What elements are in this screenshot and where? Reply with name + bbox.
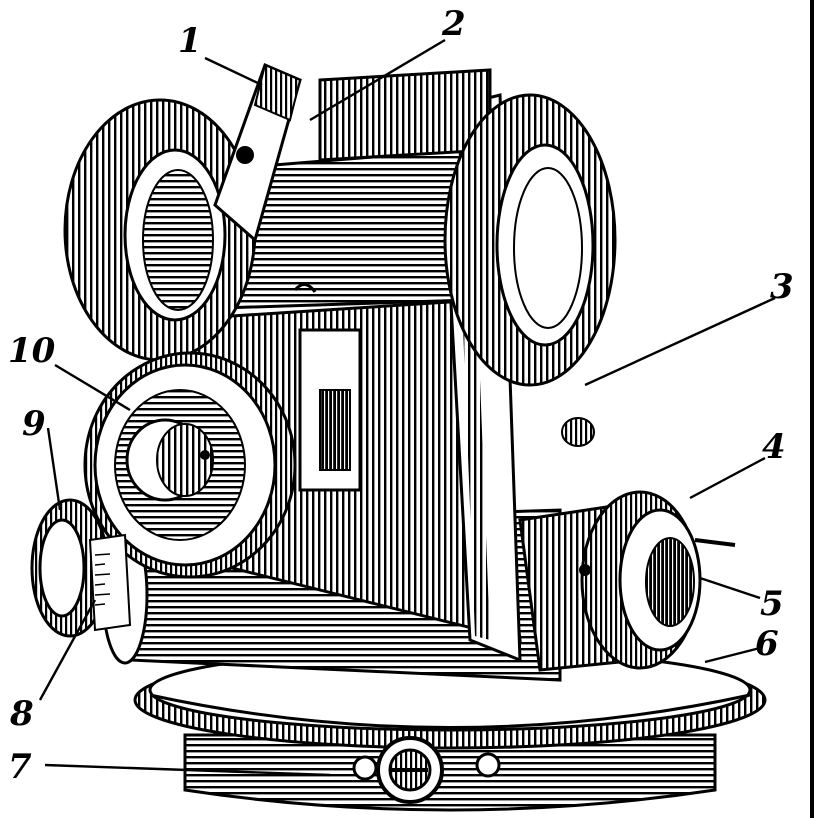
callout-6: 6 xyxy=(755,624,779,664)
leader-1 xyxy=(204,56,263,87)
leader-7 xyxy=(44,763,331,777)
leader-10 xyxy=(54,363,131,412)
eyepiece-left xyxy=(30,498,132,638)
callout-3: 3 xyxy=(770,267,794,307)
callout-10: 10 xyxy=(8,331,56,371)
micrometer-drum xyxy=(518,417,736,672)
leader-3 xyxy=(584,296,776,387)
sight-plate xyxy=(213,62,302,243)
leader-6 xyxy=(704,646,761,664)
callout-4: 4 xyxy=(762,427,786,467)
leader-5 xyxy=(699,576,761,600)
callout-8: 8 xyxy=(9,694,34,734)
frame-edge xyxy=(810,0,814,818)
callout-9: 9 xyxy=(22,404,46,444)
callout-7: 7 xyxy=(8,747,32,787)
leader-lines xyxy=(38,38,776,777)
callout-1: 1 xyxy=(178,21,202,61)
callout-labels: 1 2 3 4 5 6 7 8 9 10 xyxy=(8,4,794,787)
callout-5: 5 xyxy=(760,584,784,624)
leader-8 xyxy=(38,599,97,701)
leader-4 xyxy=(689,456,766,500)
vertical-circle-left xyxy=(63,98,257,362)
leader-9 xyxy=(46,427,62,511)
vertical-circle-right xyxy=(443,93,617,387)
callout-2: 2 xyxy=(441,4,466,44)
front-handwheel xyxy=(83,351,297,579)
leader-2 xyxy=(309,38,446,122)
